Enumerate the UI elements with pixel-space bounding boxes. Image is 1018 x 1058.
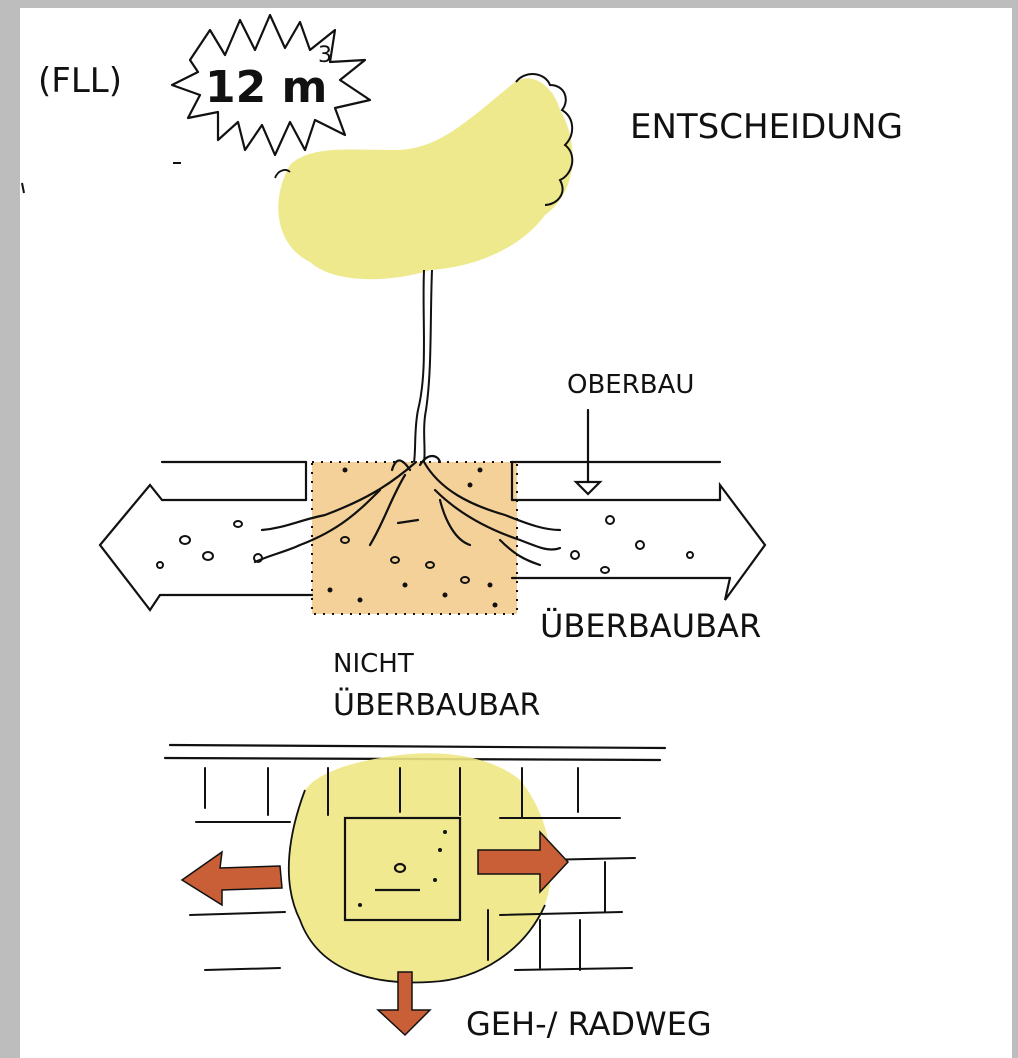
entscheidung-label: ENTSCHEIDUNG <box>630 107 903 147</box>
stray-marks <box>22 163 181 193</box>
nicht-ueberbaubar-label-line2: ÜBERBAUBAR <box>333 687 540 723</box>
geh-radweg-label: GEH-/ RADWEG <box>466 1005 712 1043</box>
oberbau-label: OBERBAU <box>567 370 694 400</box>
arrow-left-icon <box>182 852 282 905</box>
volume-exponent: 3 <box>318 43 332 68</box>
volume-value: 12 m <box>205 62 327 113</box>
tree-trunk <box>414 270 432 462</box>
fll-label: (FLL) <box>38 61 122 101</box>
nicht-ueberbaubar-label-line1: NICHT <box>333 649 414 679</box>
ueberbaubar-label: ÜBERBAUBAR <box>540 607 761 645</box>
oberbau-pointer <box>576 410 600 494</box>
